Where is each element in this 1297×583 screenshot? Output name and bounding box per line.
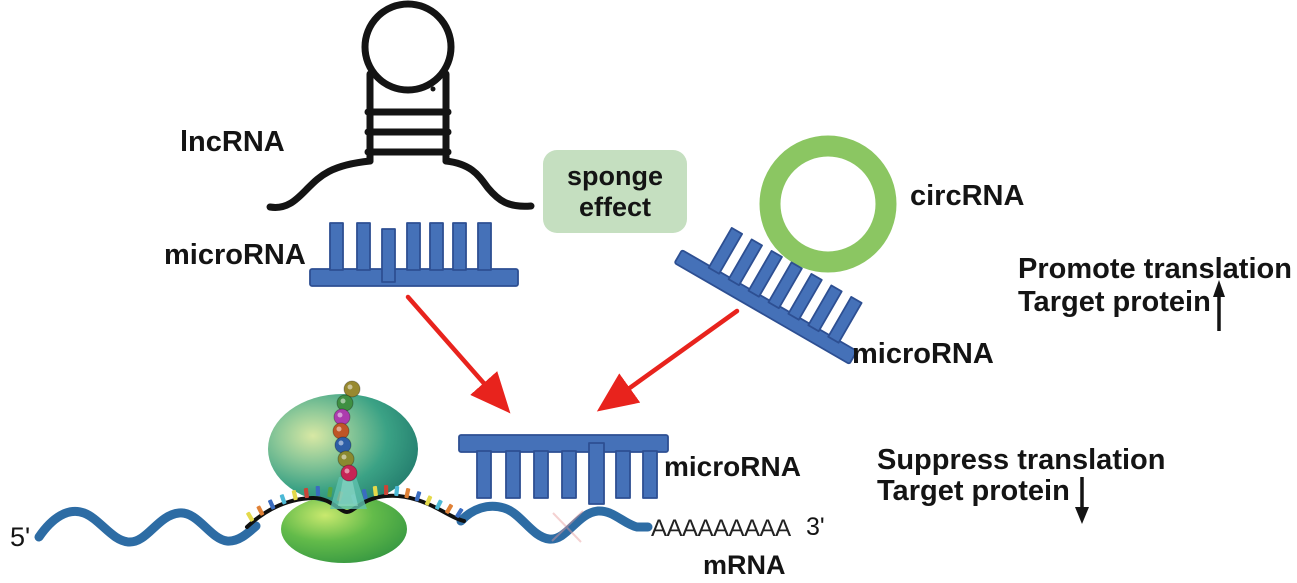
microrna-top-label: microRNA xyxy=(164,239,306,271)
speck xyxy=(430,86,436,92)
poly-a-tail-label: AAAAAAAAA xyxy=(651,515,791,542)
sponge-effect-box: sponge effect xyxy=(543,150,687,233)
promote-target-protein-label: Target protein xyxy=(1018,286,1211,318)
circrna-label: circRNA xyxy=(910,180,1025,212)
sponge-effect-line1: sponge xyxy=(566,160,663,191)
red-arrow-right xyxy=(596,308,740,412)
suppress-down-arrow xyxy=(1075,477,1089,524)
exit-tunnel-cone xyxy=(330,477,367,509)
promote-up-arrow xyxy=(1213,280,1225,331)
mrna-label: mRNA xyxy=(703,550,786,580)
circrna-ring-icon xyxy=(759,135,897,273)
microrna-comb-top-icon xyxy=(309,222,519,287)
microrna-comb-tilted-icon xyxy=(674,226,863,365)
ribosome-icon xyxy=(245,380,466,563)
three-prime-label: 3' xyxy=(806,513,825,541)
sponge-effect-line2: effect xyxy=(578,191,652,222)
five-prime-label: 5' xyxy=(10,522,31,552)
suppress-target-protein-label: Target protein xyxy=(877,475,1070,507)
faint-x-mark xyxy=(551,510,584,543)
promote-translation-label: Promote translation xyxy=(1018,253,1292,285)
microrna-right-label: microRNA xyxy=(852,338,994,370)
lncrna-hairpin-icon xyxy=(266,0,535,211)
ribosome-small-subunit xyxy=(281,495,407,563)
red-arrow-left xyxy=(405,294,511,414)
mrna-strand-wave xyxy=(34,501,653,547)
microrna-center-label: microRNA xyxy=(664,451,801,482)
microrna-comb-center-icon xyxy=(458,434,669,505)
polypeptide-chain xyxy=(332,380,361,482)
lncrna-label: lncRNA xyxy=(180,126,285,158)
suppress-translation-label: Suppress translation xyxy=(877,444,1166,476)
